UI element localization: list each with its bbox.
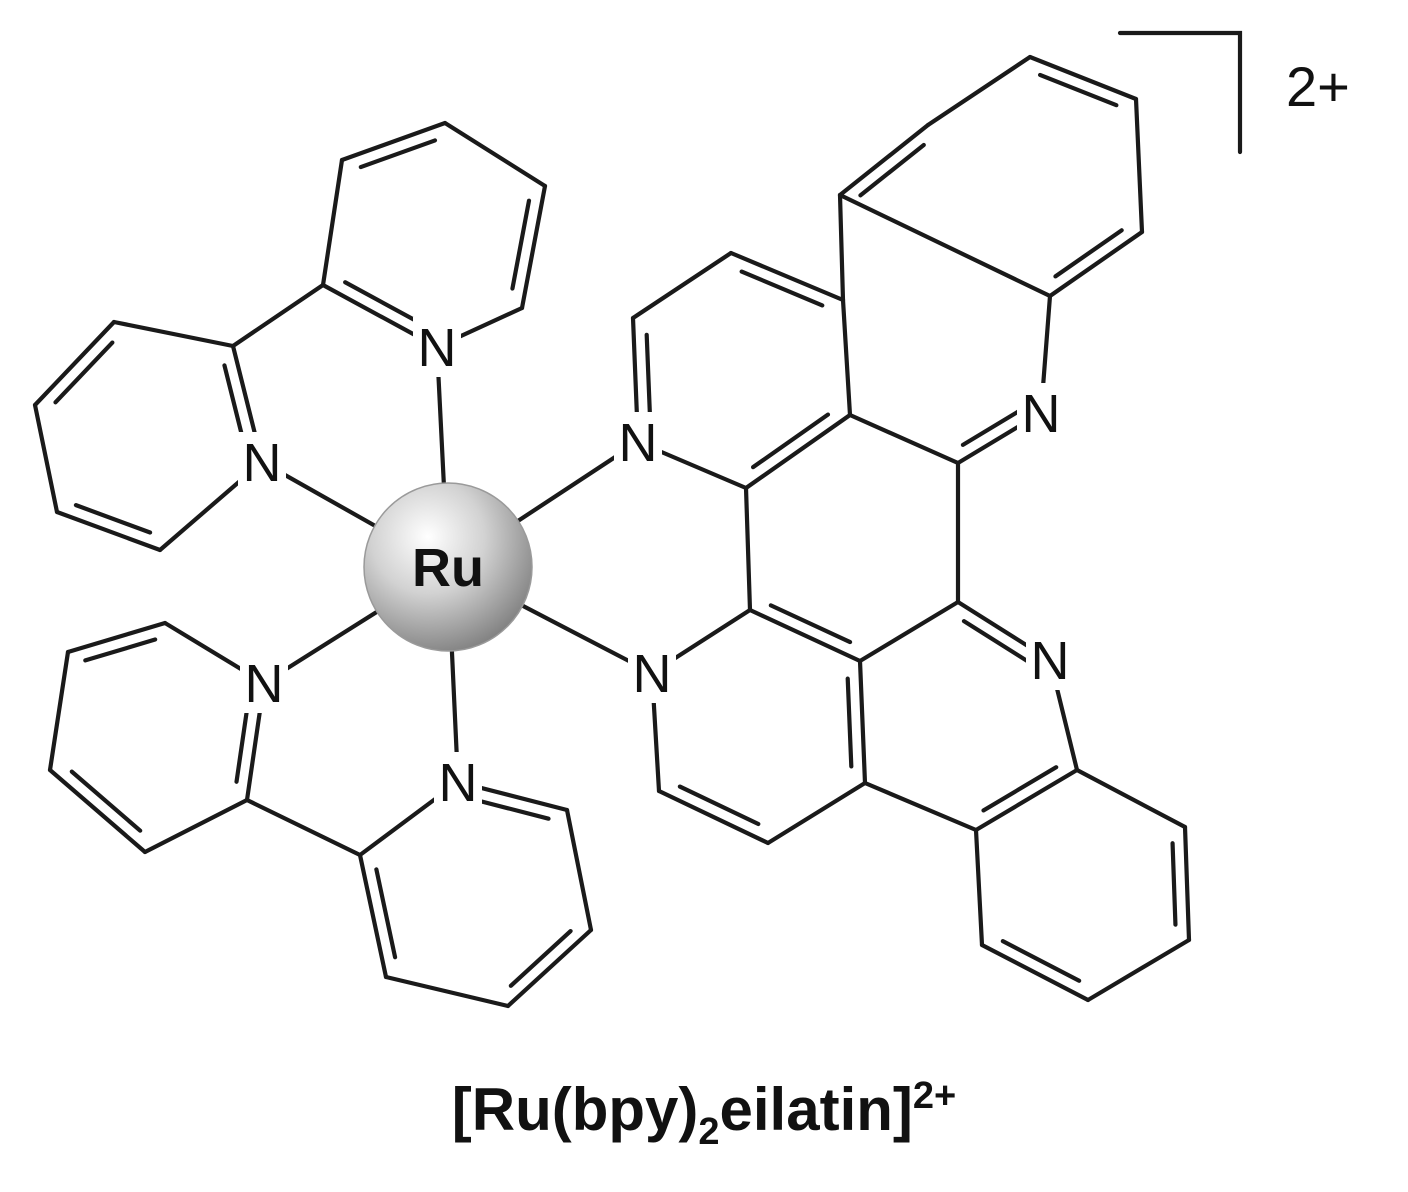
- double-bond-K2-K3: [981, 765, 1059, 813]
- bond-B4-B5: [442, 120, 548, 189]
- bond-D6-D1: [357, 852, 389, 980]
- bond-E6-H1: [743, 485, 753, 613]
- bond-J3-J4: [765, 780, 868, 846]
- bond-H1-J5: [747, 607, 863, 664]
- double-bond-A3-A4: [73, 503, 153, 535]
- atom-label-background: [1017, 383, 1065, 443]
- atom-label-background: [628, 643, 676, 703]
- double-bond-L1-L2: [1170, 841, 1178, 927]
- nitrogen-label: N: [619, 413, 658, 473]
- double-bond-J2-J3: [677, 784, 761, 827]
- bond-K2-K3: [973, 767, 1080, 833]
- double-bond-B5-B6: [358, 138, 438, 170]
- double-bond-F2-G1: [858, 142, 926, 198]
- compound-caption: [Ru(bpy)2eilatin]2+: [0, 1077, 1408, 1151]
- double-bond-F5-F6: [960, 406, 1025, 447]
- double-bond-A5-A6: [53, 340, 115, 405]
- charge-bracket: [1117, 30, 1243, 155]
- double-bond-D2-D3: [467, 796, 551, 821]
- bond-E2-E3: [630, 250, 734, 321]
- bond-G1-G2: [925, 54, 1033, 128]
- bond-C4-C5: [47, 649, 71, 773]
- double-bond-C5-C6: [83, 637, 158, 663]
- bond-F2-F4: [837, 192, 1053, 299]
- double-bond-L3-L4: [1000, 939, 1082, 983]
- bond-G2-G3: [1027, 54, 1139, 102]
- atom-label-background: [614, 412, 662, 472]
- caption-prefix: [Ru(bpy): [451, 1076, 699, 1143]
- bond-G3-G4: [1133, 96, 1145, 235]
- nitrogen-label: N: [418, 318, 457, 378]
- bond-E4-F2: [837, 192, 846, 303]
- caption-subscript: 2: [698, 1111, 720, 1153]
- bond-K2-L1: [1074, 767, 1188, 830]
- bond-A3-A4: [54, 509, 163, 553]
- bond-B5-B6: [339, 120, 448, 163]
- bond-A4-A5: [32, 402, 60, 515]
- bond-E3-E4: [728, 250, 846, 303]
- atom-label-background: [434, 752, 482, 812]
- atom-label-background: [413, 317, 461, 377]
- bond-C2-D1: [244, 797, 363, 858]
- atom-label-background: [238, 432, 286, 492]
- bond-K3-J4: [862, 780, 979, 833]
- bond-D4-D5: [505, 927, 594, 1009]
- bond-B3-B4: [519, 183, 548, 311]
- double-bond-H2-K1: [961, 619, 1033, 665]
- caption-superscript: 2+: [912, 1075, 957, 1117]
- bond-E4-E5: [840, 297, 853, 418]
- charge-label: 2+: [1286, 55, 1350, 118]
- caption-suffix: eilatin]: [719, 1076, 913, 1143]
- bond-lines: [32, 54, 1192, 1009]
- double-bond-H1-J5: [768, 603, 853, 645]
- bond-G4-F4: [1047, 229, 1145, 299]
- double-bond-E1-E2: [644, 332, 653, 427]
- nitrogen-label: N: [243, 433, 282, 493]
- double-bond-E5-E6: [750, 412, 831, 470]
- nitrogen-label: N: [439, 753, 478, 813]
- nitrogen-atoms: N N N N N N N N: [238, 317, 1074, 813]
- bond-F6-E5: [847, 412, 961, 466]
- bond-A1-B1: [230, 282, 326, 349]
- double-bond-B3-B4: [510, 198, 532, 291]
- bond-L1-L2: [1182, 824, 1192, 943]
- nitrogen-label: N: [1022, 384, 1061, 444]
- metal-label: Ru: [412, 538, 484, 598]
- nitrogen-label: N: [1031, 631, 1070, 691]
- double-bond-J4-J5: [845, 676, 854, 769]
- bond-L4-K3: [973, 827, 985, 948]
- bond-F2-G1: [837, 122, 931, 198]
- bond-L3-L4: [979, 942, 1091, 1003]
- bond-D5-D6: [383, 974, 511, 1009]
- nitrogen-label: N: [245, 654, 284, 714]
- ruthenium-center: Ru: [363, 482, 533, 652]
- double-bond-D6-D1: [374, 867, 398, 960]
- double-bond-G4-F4: [1053, 228, 1124, 279]
- bond-C5-C6: [65, 620, 168, 655]
- bond-J5-H2: [857, 599, 961, 664]
- nitrogen-label: N: [633, 644, 672, 704]
- double-bond-G2-G3: [1037, 72, 1119, 108]
- bond-B6-B1: [320, 157, 345, 288]
- double-bond-D4-D5: [508, 928, 573, 988]
- bond-C3-C4: [47, 767, 148, 855]
- bond-L2-L3: [1085, 937, 1192, 1003]
- bond-J4-J5: [857, 658, 868, 786]
- atom-label-background: [1026, 630, 1074, 690]
- atom-label-background: [240, 653, 288, 713]
- bond-A6-A1: [111, 319, 236, 349]
- double-bond-E3-E4: [739, 269, 825, 308]
- bond-E5-E6: [743, 412, 853, 491]
- bond-A5-A6: [32, 319, 117, 408]
- bond-J2-J3: [656, 788, 771, 846]
- double-bond-C3-C4: [69, 769, 143, 833]
- bond-C2-C3: [142, 797, 250, 855]
- bond-D3-D4: [564, 807, 594, 933]
